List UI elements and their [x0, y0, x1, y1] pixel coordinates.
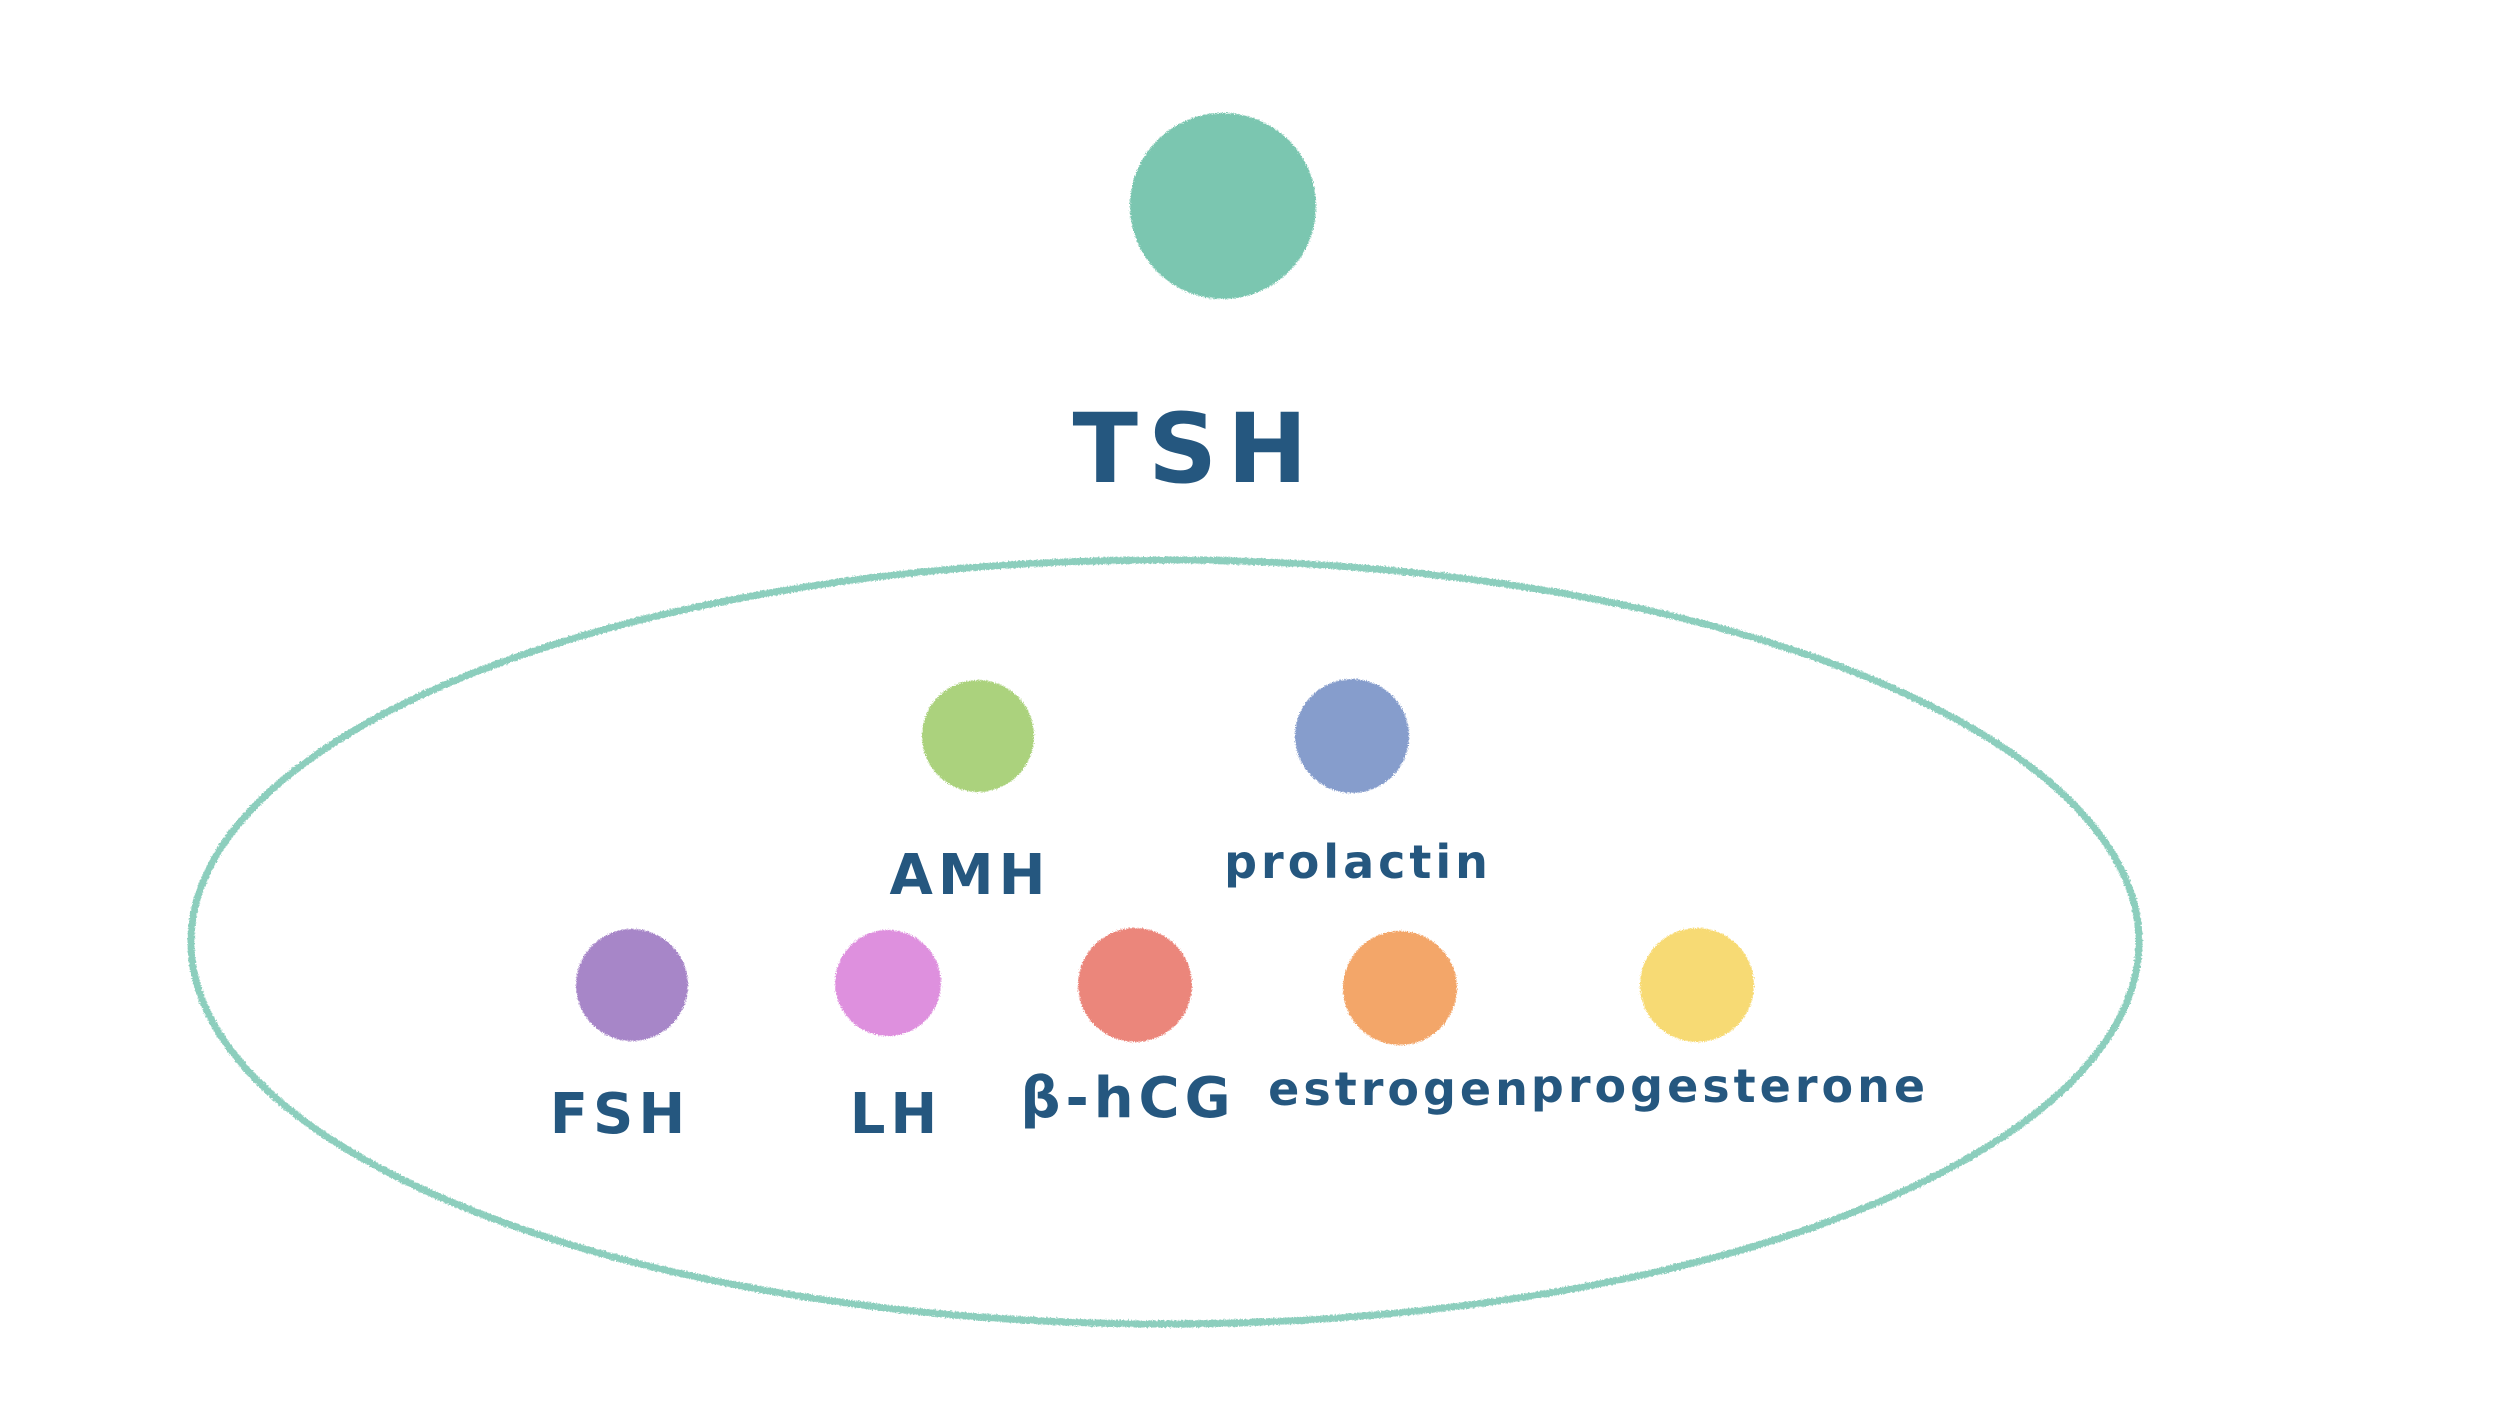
- bhcg-node-circle: [1078, 928, 1192, 1042]
- estrogen-label: estrogen: [1268, 1062, 1532, 1116]
- top-node: TSH: [1073, 113, 1318, 505]
- progesterone-node-circle: [1640, 928, 1754, 1042]
- node-bhcg: β-hCG: [1020, 928, 1235, 1131]
- node-lh: LH: [835, 930, 943, 1147]
- prolactin-label: prolactin: [1224, 835, 1492, 889]
- tsh-label: TSH: [1073, 393, 1318, 505]
- progesterone-label: progesterone: [1531, 1059, 1929, 1113]
- node-fsh: FSH: [550, 929, 690, 1147]
- lh-label: LH: [850, 1082, 943, 1147]
- node-estrogen: estrogen: [1268, 931, 1532, 1116]
- estrogen-node-circle: [1343, 931, 1457, 1045]
- fsh-node-circle: [576, 929, 688, 1041]
- amh-node-circle: [922, 680, 1034, 792]
- node-amh: AMH: [890, 680, 1051, 908]
- node-prolactin: prolactin: [1224, 679, 1492, 889]
- amh-label: AMH: [890, 843, 1051, 908]
- prolactin-node-circle: [1295, 679, 1409, 793]
- bhcg-label: β-hCG: [1020, 1066, 1235, 1131]
- hormone-group-ellipse: [187, 556, 2143, 1328]
- node-progesterone: progesterone: [1531, 928, 1929, 1113]
- tsh-node-circle: [1130, 113, 1316, 299]
- fsh-label: FSH: [550, 1082, 690, 1147]
- lh-node-circle: [835, 930, 941, 1036]
